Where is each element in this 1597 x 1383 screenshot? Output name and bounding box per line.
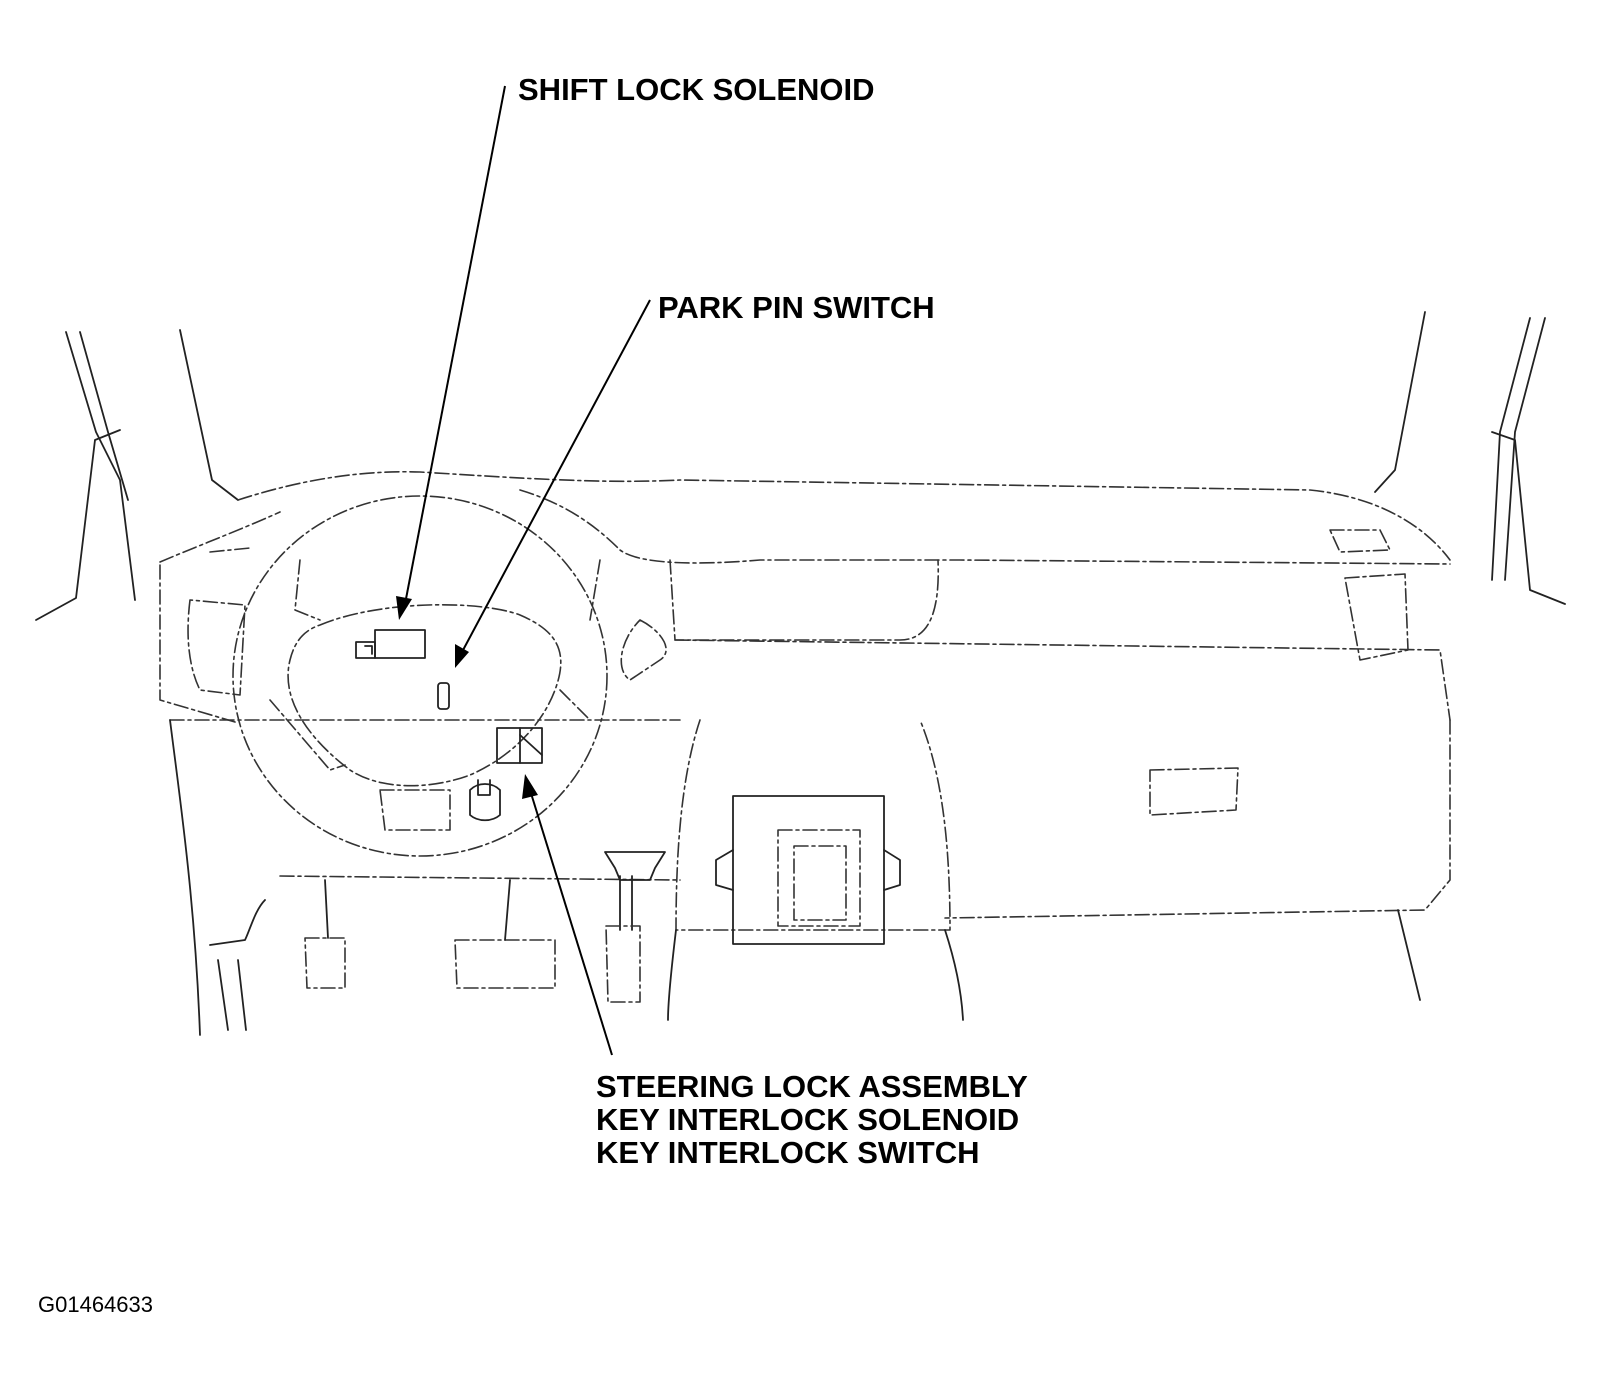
pedals bbox=[304, 879, 641, 1003]
center-console bbox=[667, 719, 964, 1021]
left-vent bbox=[159, 564, 246, 723]
leader-shift-lock bbox=[396, 85, 506, 620]
dashboard-top bbox=[159, 470, 1451, 565]
label-key-interlock-switch: KEY INTERLOCK SWITCH bbox=[596, 1135, 980, 1170]
glove-box bbox=[944, 719, 1451, 1001]
steering-lock-assembly-part bbox=[469, 727, 543, 822]
label-key-interlock-solenoid: KEY INTERLOCK SOLENOID bbox=[596, 1102, 1019, 1137]
label-steering-lock-assembly: STEERING LOCK ASSEMBLY bbox=[596, 1069, 1028, 1104]
label-park-pin-switch: PARK PIN SWITCH bbox=[658, 290, 935, 325]
leader-park-pin bbox=[455, 299, 651, 668]
column-bracket bbox=[604, 851, 666, 881]
lower-dash bbox=[169, 719, 681, 1036]
leader-steering-lock bbox=[522, 774, 613, 1056]
figure-id: G01464633 bbox=[38, 1292, 153, 1317]
shift-lock-solenoid-part bbox=[355, 629, 426, 659]
steering-wheel bbox=[232, 495, 608, 857]
left-a-pillar bbox=[35, 329, 239, 621]
label-shift-lock-solenoid: SHIFT LOCK SOLENOID bbox=[518, 72, 875, 107]
center-dash bbox=[169, 559, 1451, 721]
right-vent bbox=[1344, 573, 1409, 661]
right-a-pillar bbox=[1374, 311, 1566, 605]
park-pin-switch-part bbox=[437, 682, 450, 710]
